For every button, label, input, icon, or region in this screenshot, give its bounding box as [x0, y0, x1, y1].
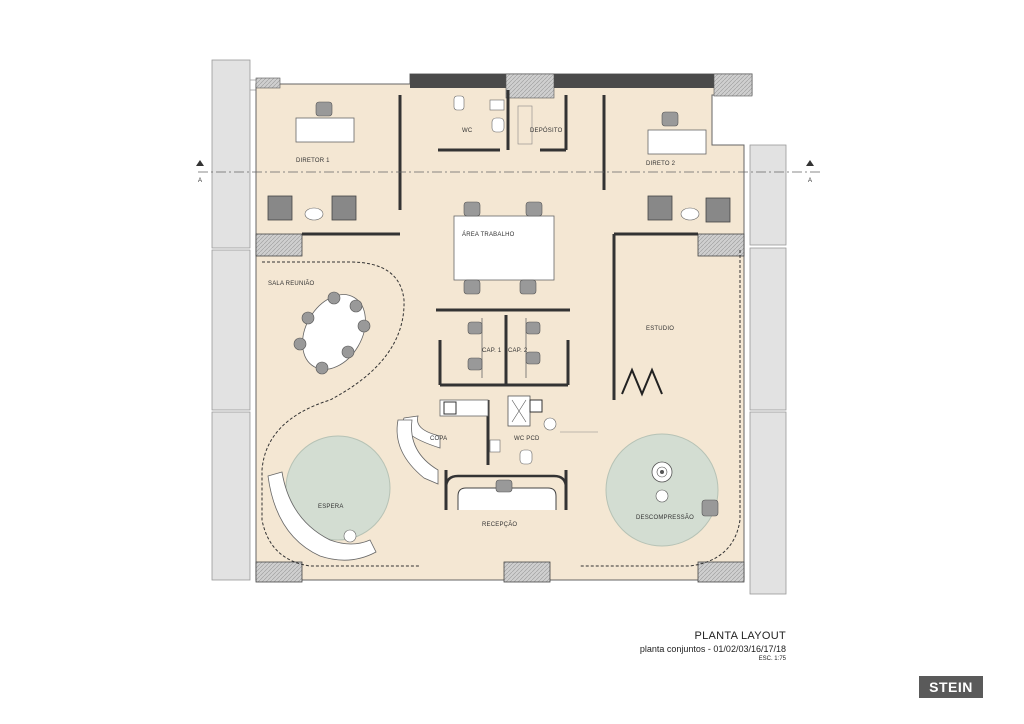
espera-side-table — [343, 529, 357, 543]
room-label-sala-reuniao: SALA REUNIÃO — [268, 280, 315, 287]
section-arrow-left — [196, 160, 204, 166]
diretor1-furniture — [267, 101, 357, 221]
columns — [255, 233, 745, 583]
room-label-recepcao: RECEPÇÃO — [482, 521, 517, 528]
top-walls — [255, 73, 753, 99]
cap-furniture — [467, 318, 541, 378]
room-label-cap2: CAP. 2 — [508, 348, 528, 354]
drawing-scale: ESC. 1:75 — [758, 656, 786, 662]
wc-pcd-fixtures — [507, 395, 598, 465]
section-arrow-right — [806, 160, 814, 166]
facade-right — [749, 144, 787, 595]
title-block: PLANTA LAYOUT planta conjuntos - 01/02/0… — [640, 630, 786, 662]
room-label-espera: ESPERA — [318, 504, 344, 510]
section-marker-right: A — [808, 178, 812, 184]
facade-left — [211, 59, 276, 581]
estudio-screen — [621, 367, 663, 397]
firm-logo: STEIN — [919, 676, 983, 698]
room-label-cap1: CAP. 1 — [482, 348, 502, 354]
reception-counter — [444, 474, 568, 510]
curved-partition-right — [580, 250, 741, 567]
room-label-copa: COPA — [430, 436, 447, 442]
drawing-title: PLANTA LAYOUT — [694, 630, 786, 642]
room-label-wc: WC — [462, 128, 473, 134]
descompressao-furniture — [495, 461, 719, 517]
room-label-deposito: DEPÓSITO — [530, 127, 563, 134]
section-marker-left: A — [198, 178, 202, 184]
copa-furniture — [396, 399, 501, 485]
room-label-diretor1: DIRETOR 1 — [296, 158, 330, 164]
room-label-descompressao: DESCOMPRESSÃO — [636, 514, 694, 521]
interior-walls — [302, 90, 698, 510]
meeting-table — [293, 291, 371, 375]
room-label-estudio: ESTUDIO — [646, 326, 674, 332]
espera-sofa — [267, 471, 377, 561]
room-label-wc-pcd: WC PCD — [514, 436, 540, 442]
wc-fixtures — [453, 95, 533, 145]
room-label-direto2: DIRETO 2 — [646, 161, 676, 167]
room-label-area-trabalho: ÁREA TRABALHO — [462, 231, 515, 238]
drawing-subtitle: planta conjuntos - 01/02/03/16/17/18 — [639, 644, 786, 654]
curved-partition — [261, 261, 420, 567]
direto2-furniture — [647, 111, 731, 223]
work-area-table — [453, 201, 555, 295]
